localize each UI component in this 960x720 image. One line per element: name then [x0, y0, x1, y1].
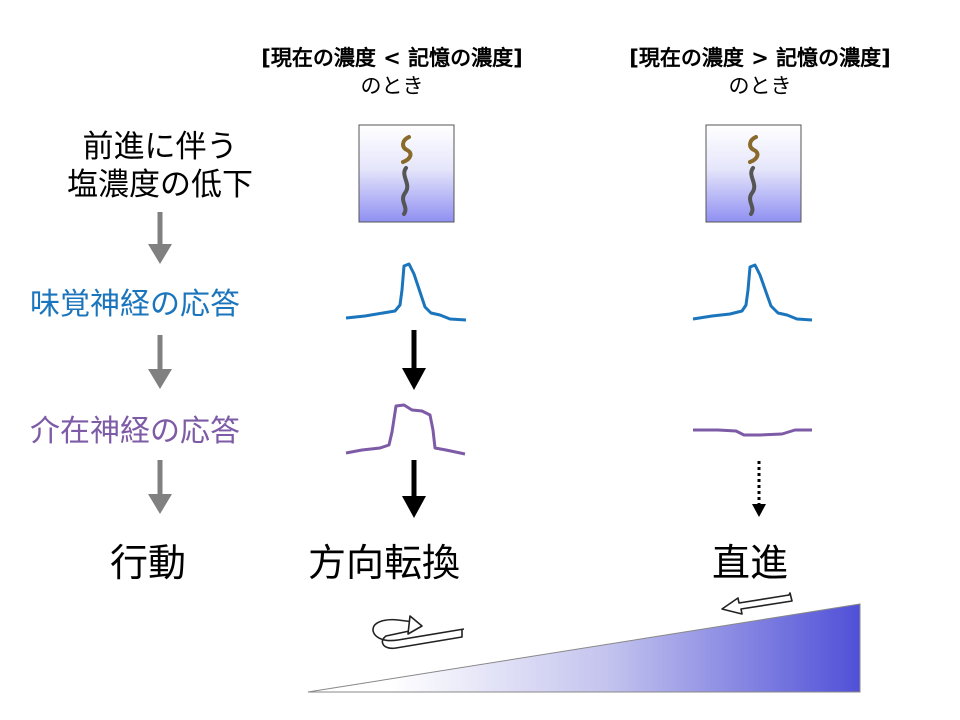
- black-arrow-sensory-to-inter: [402, 330, 426, 390]
- worm-box-right: [705, 124, 802, 223]
- header-right-condition: [現在の濃度 > 記憶の濃度]: [629, 46, 891, 70]
- flow-arrow-1: [148, 212, 172, 264]
- header-right-when: のとき: [728, 74, 792, 98]
- outcome-straight: 直進: [712, 541, 789, 585]
- sensory-trace-left: [345, 262, 467, 322]
- flow-arrow-2: [148, 335, 172, 389]
- row-label-decline: 前進に伴う 塩濃度の低下: [40, 128, 280, 204]
- worm-icon: [401, 166, 410, 216]
- sensory-trace-right: [692, 263, 813, 322]
- row-label-decline-line1: 前進に伴う: [82, 129, 238, 165]
- row-label-behavior: 行動: [110, 541, 187, 585]
- header-right: [現在の濃度 > 記憶の濃度] のとき: [580, 44, 940, 100]
- worm-trail-icon: [748, 135, 760, 164]
- row-label-decline-line2: 塩濃度の低下: [67, 167, 253, 203]
- worm-box-left: [358, 124, 455, 223]
- worm-icon: [748, 166, 757, 216]
- black-arrow-inter-to-behavior: [402, 460, 426, 518]
- worm-trail-icon: [401, 135, 413, 164]
- row-label-inter: 介在神経の応答: [30, 414, 240, 449]
- u-turn-icon: [372, 615, 465, 650]
- header-left: [現在の濃度 < 記憶の濃度] のとき: [212, 44, 572, 100]
- header-left-when: のとき: [360, 74, 424, 98]
- outcome-turn: 方向転換: [308, 541, 461, 585]
- straight-arrow-icon: [721, 592, 793, 615]
- row-label-sensory: 味覚神経の応答: [30, 287, 240, 322]
- inter-trace-left: [345, 403, 466, 456]
- dotted-arrow-inter-to-behavior: [752, 461, 766, 517]
- concentration-gradient-wedge: [307, 603, 861, 693]
- flow-arrow-3: [148, 460, 172, 514]
- inter-trace-right: [693, 428, 812, 437]
- header-left-condition: [現在の濃度 < 記憶の濃度]: [261, 46, 523, 70]
